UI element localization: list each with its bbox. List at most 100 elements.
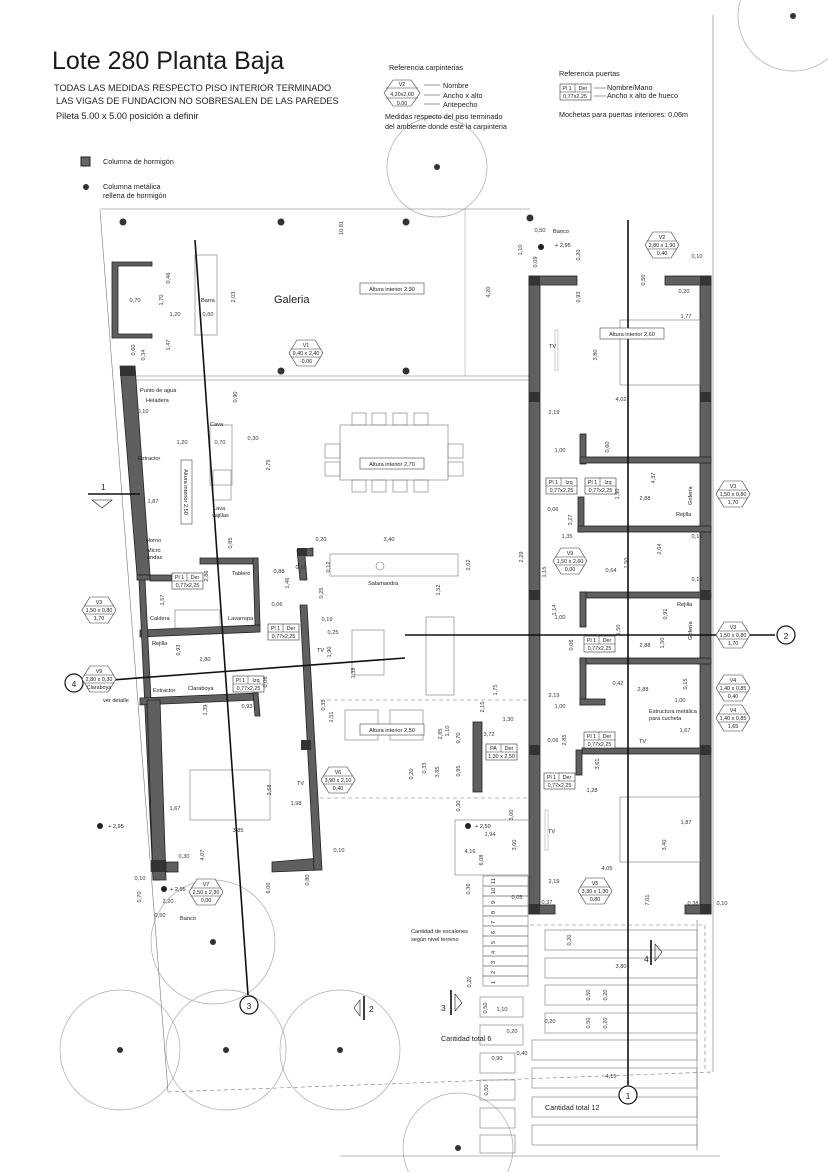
svg-text:7: 7	[491, 921, 497, 924]
window-tag[interactable]: V31,50 x 0,801,70	[715, 480, 751, 508]
dimension-label: 0,20	[603, 990, 609, 1001]
dimension-label: 0,20	[545, 1019, 556, 1025]
section-cut-3-label: 3	[441, 1003, 446, 1013]
window-sill: Claraboya	[87, 685, 112, 691]
dimension-label: 0,33	[422, 763, 428, 774]
legend-label: Antepecho	[443, 100, 477, 109]
svg-text:+ 2,95: + 2,95	[555, 243, 571, 249]
dimension-label: 0,93	[576, 292, 582, 303]
dimension-label: 1,20	[170, 312, 181, 318]
dimension-label: 0,42	[613, 681, 624, 687]
window-tag[interactable]: V31,50 x 0,801,70	[715, 621, 751, 649]
height-label: Altura interior 2,60	[599, 327, 665, 340]
dimension-label: 10,81	[339, 221, 345, 235]
svg-text:TV: TV	[297, 781, 304, 787]
dimension-label: 4,02	[616, 397, 627, 403]
dimension-label: 0,10	[692, 577, 703, 583]
dimension-label: 1,67	[680, 728, 691, 734]
section-marker-3[interactable]: 3	[239, 995, 259, 1015]
window-tag[interactable]: V91,50 x 2,600,00	[552, 547, 588, 575]
section-marker-1[interactable]: 1	[618, 1085, 638, 1105]
dimension-label: 3,85	[435, 767, 441, 778]
window-tag[interactable]: V53,30 x 1,300,80	[577, 877, 613, 905]
dimension-label: 2,86	[204, 571, 210, 582]
door-hand: Der	[603, 638, 612, 644]
dimension-label: 0,50	[535, 228, 546, 234]
svg-text:Tablero: Tablero	[232, 571, 250, 577]
svg-text:Altura interior 2,60: Altura interior 2,60	[609, 332, 655, 338]
dimension-label: 0,20	[507, 1029, 518, 1035]
dimension-label: 2,19	[549, 879, 560, 885]
window-tag[interactable]: V41,40 x 0,851,65	[715, 704, 751, 732]
window-tag[interactable]: V63,90 x 2,100,40	[320, 766, 356, 794]
svg-text:para cucheta: para cucheta	[649, 716, 682, 722]
section-marker-2[interactable]: 2	[776, 625, 796, 645]
dimension-label: 1,35	[562, 534, 573, 540]
window-size: 1,50 x 2,60	[557, 559, 584, 565]
dimension-label: 0,35	[321, 700, 327, 711]
dimension-label: 0,88	[274, 569, 285, 575]
section-cut-4-label: 4	[644, 954, 649, 964]
door-size: 1,30 x 2,50	[488, 754, 515, 760]
window-tag[interactable]: V22,80 x 1,900,40	[644, 231, 680, 259]
door-hand: Izq	[252, 678, 259, 684]
metal-column-icon	[83, 184, 89, 190]
dimension-label: 2,75	[266, 460, 272, 471]
stair-step: 5	[482, 935, 529, 947]
stair-step: 1	[482, 975, 529, 987]
svg-text:9: 9	[491, 901, 497, 904]
section-marker-label: 4	[72, 679, 77, 689]
dimension-label: 0,36	[466, 884, 472, 895]
stair-step: 8	[482, 905, 529, 917]
dimension-label: 0,20	[603, 1018, 609, 1029]
dimension-label: 0,12	[326, 562, 332, 573]
dimension-label: 2,19	[549, 693, 560, 699]
window-tag[interactable]: V31,50 x 0,801,70	[81, 596, 117, 624]
window-sill: 1,70	[728, 641, 739, 647]
door-size: 0,77x2,25	[237, 686, 261, 692]
section-lines	[84, 220, 775, 1085]
window-tag[interactable]: V19,40 x 2,40-0,06	[288, 339, 324, 367]
window-name: V6	[335, 770, 342, 776]
dimension-label: 0,50	[641, 275, 647, 286]
dimension-label: 2,80	[200, 657, 211, 663]
dimension-label: 2,29	[519, 552, 525, 563]
window-sill: 0,40	[728, 694, 739, 700]
window-name: V3	[96, 600, 103, 606]
dimension-label: 3,58	[267, 785, 273, 796]
dimension-label: 1,00	[555, 615, 566, 621]
dimension-label: 0,06	[548, 507, 559, 513]
window-tag[interactable]: V41,40 x 0,850,40	[715, 674, 751, 702]
door-hand: Der	[287, 626, 296, 632]
svg-text:Cantidad de escalones: Cantidad de escalones	[411, 929, 468, 935]
dimension-label: 2,85	[438, 729, 444, 740]
legend-metal-column: Columna metálica	[103, 182, 161, 191]
dimension-label: 3,80	[593, 350, 599, 361]
svg-text:Extractor: Extractor	[138, 456, 161, 462]
section-marker-4[interactable]: 4	[64, 673, 84, 693]
window-size: 3,30 x 1,30	[582, 889, 609, 895]
dimension-label: 6,00	[266, 883, 272, 894]
galeria-area	[100, 208, 534, 381]
svg-text:Banco: Banco	[553, 229, 569, 235]
dimension-label: 0,10	[334, 848, 345, 854]
svg-text:1: 1	[491, 981, 497, 984]
window-sill: 0,40	[657, 251, 668, 257]
door-hand: Der	[603, 734, 612, 740]
svg-text:0.00: 0.00	[397, 101, 408, 107]
door-name: PA	[490, 746, 497, 752]
window-tag[interactable]: V72,50 x 2,300,00	[188, 878, 224, 906]
dimension-label: 3,80	[616, 964, 627, 970]
window-name: V3	[730, 484, 737, 490]
svg-text:Pl 1: Pl 1	[562, 86, 571, 92]
